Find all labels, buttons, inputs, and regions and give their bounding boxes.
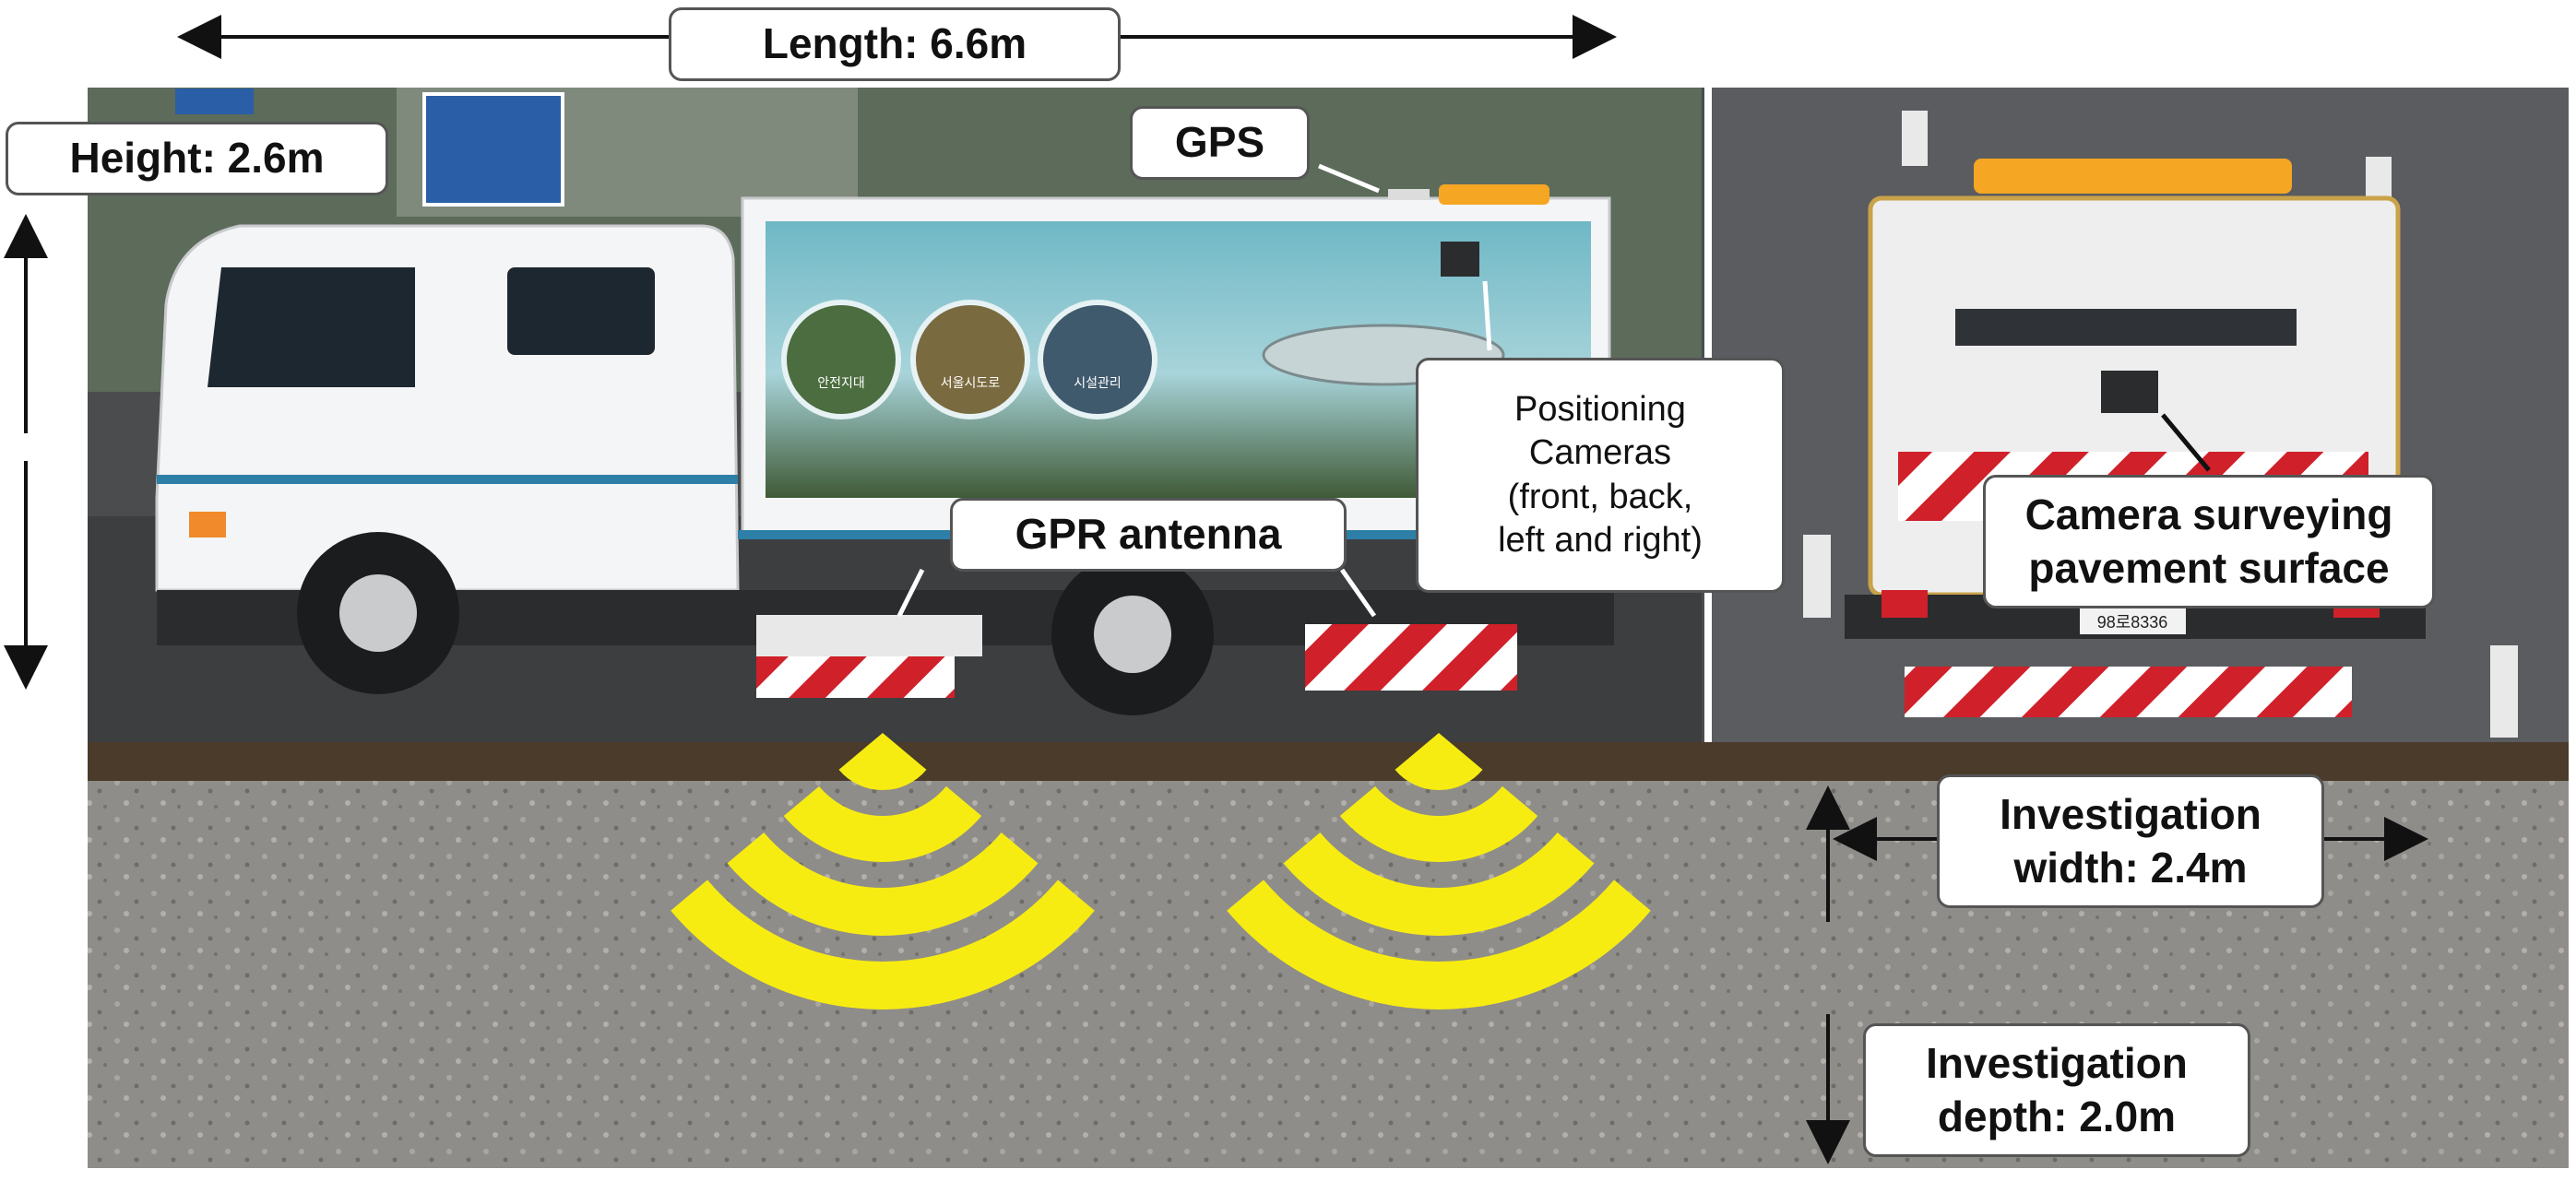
gpr-wave-ring xyxy=(1395,733,1483,791)
gpr-antenna-label: GPR antenna xyxy=(950,498,1347,572)
gpr-wave-left xyxy=(671,733,1095,1010)
camera-surveying-label: Camera surveying pavement surface xyxy=(1983,475,2435,608)
cab-window-front xyxy=(208,267,415,387)
gpr-wave-ring xyxy=(1339,785,1538,862)
cab-window-rear xyxy=(507,267,655,355)
positioning-cameras-label: Positioning Cameras (front, back, left a… xyxy=(1416,358,1785,593)
gpr-wave-ring xyxy=(838,733,927,791)
license-plate-text: 98로8336 xyxy=(2097,613,2168,632)
positioning-camera xyxy=(1441,242,1479,277)
gpr-wave-ring xyxy=(1227,880,1651,1010)
panel-text-1: 안전지대 xyxy=(817,375,865,390)
truck-stripe xyxy=(157,475,738,484)
gpr-wave-right xyxy=(1227,733,1651,1010)
gpr-wave-ring xyxy=(671,880,1095,1010)
panel-text-3: 시설관리 xyxy=(1074,375,1122,390)
rear-surface-camera xyxy=(2101,371,2158,413)
truck-rear-view: 98로8336 xyxy=(1845,159,2426,717)
gps-label: GPS xyxy=(1130,106,1310,180)
gpr-wave-ring xyxy=(783,785,982,862)
gpr-antenna-front xyxy=(756,615,982,656)
height-label: Height: 2.6m xyxy=(6,122,388,195)
gpr-antenna-rear xyxy=(1305,624,1517,691)
rear-warning-light-top xyxy=(1974,159,2292,194)
panel-text-2: 서울시도로 xyxy=(941,375,1001,390)
panel-circles: 안전지대 서울시도로 시설관리 xyxy=(781,300,1157,419)
gpr-wave-ring xyxy=(727,833,1039,936)
truck-side-view: 안전지대 서울시도로 시설관리 xyxy=(155,184,1614,715)
investigation-depth-label: Investigation depth: 2.0m xyxy=(1863,1023,2250,1157)
gps-antenna xyxy=(1388,189,1430,200)
length-label: Length: 6.6m xyxy=(669,7,1121,81)
investigation-width-label: Investigation width: 2.4m xyxy=(1937,774,2324,908)
gpr-wave-ring xyxy=(1283,833,1595,936)
